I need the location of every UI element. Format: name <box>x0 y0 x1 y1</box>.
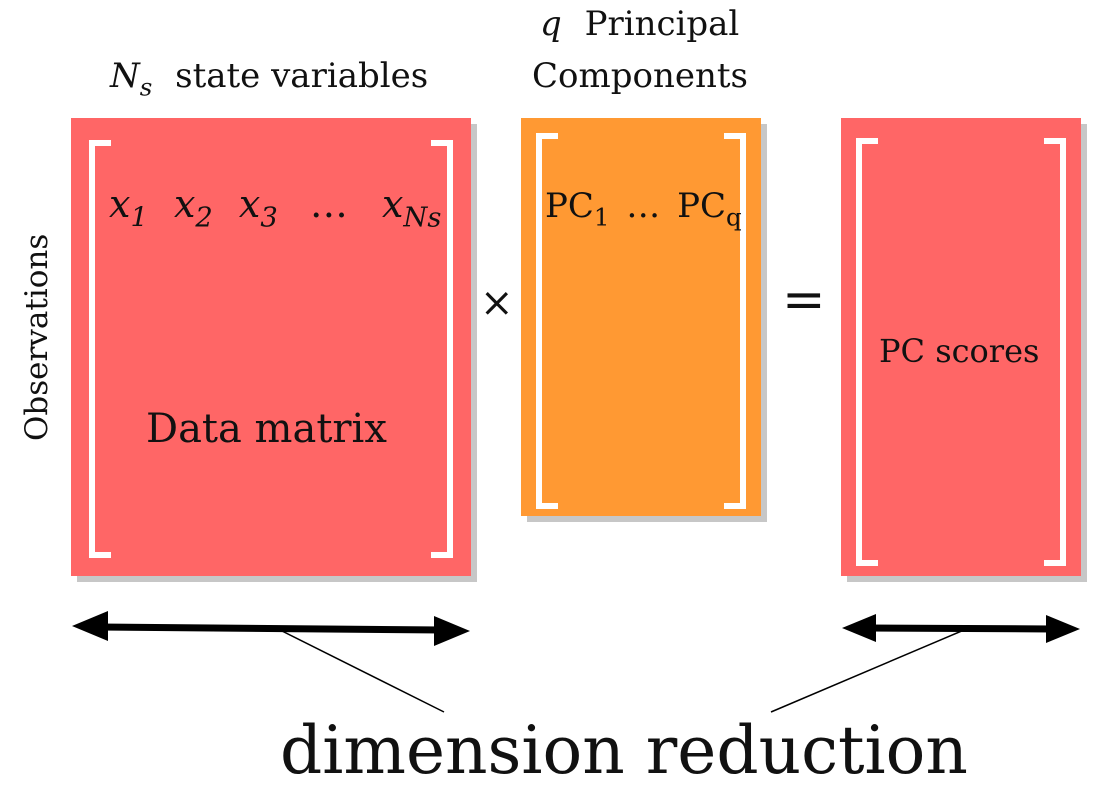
variable-ellipsis: … <box>309 182 348 226</box>
pc-scores-label: PC scores <box>879 332 1040 370</box>
pc-scores-right-bracket <box>1044 138 1066 566</box>
right-connector-line <box>770 629 965 713</box>
dimension-reduction-label: dimension reduction <box>280 712 968 789</box>
pc-scores-block: PC scores <box>841 118 1081 576</box>
principal-components-block: PC1 … PCq <box>521 118 761 516</box>
pc-right-bracket <box>724 133 746 509</box>
data-matrix-block: x1 x2 x3 … xNs Data matrix <box>71 118 471 576</box>
equals-sign: = <box>782 270 826 330</box>
left-connector-line <box>281 630 445 713</box>
data-matrix-right-bracket <box>431 140 453 558</box>
data-matrix-left-bracket <box>89 140 111 558</box>
left-double-arrow <box>72 611 470 646</box>
state-variables-symbol: N <box>110 56 140 96</box>
variable-x2: x2 <box>173 182 213 234</box>
pc-header-principal: Principal <box>584 4 740 44</box>
pc-left-bracket <box>536 133 558 509</box>
pc-count-symbol: q <box>540 4 562 44</box>
pc-header-line1: q Principal <box>540 4 739 44</box>
state-variable-row: x1 x2 x3 … xNs <box>109 182 442 234</box>
multiply-sign: × <box>480 280 514 326</box>
pc-last: PCq <box>677 186 742 232</box>
variable-x3: x3 <box>238 182 278 234</box>
pc-row: PC1 … PCq <box>545 186 742 232</box>
pc-scores-left-bracket <box>856 138 878 566</box>
state-variables-text: state variables <box>175 56 429 96</box>
pc-first: PC1 <box>545 186 610 232</box>
right-double-arrow <box>842 614 1080 643</box>
pc-ellipsis: … <box>626 186 661 226</box>
variable-x1: x1 <box>109 182 148 234</box>
data-matrix-label: Data matrix <box>146 406 387 452</box>
pc-header-line2: Components <box>532 56 748 96</box>
state-variables-subscript: s <box>139 72 153 102</box>
state-variables-label: Ns state variables <box>110 56 429 99</box>
variable-xNs: xNs <box>381 182 442 234</box>
